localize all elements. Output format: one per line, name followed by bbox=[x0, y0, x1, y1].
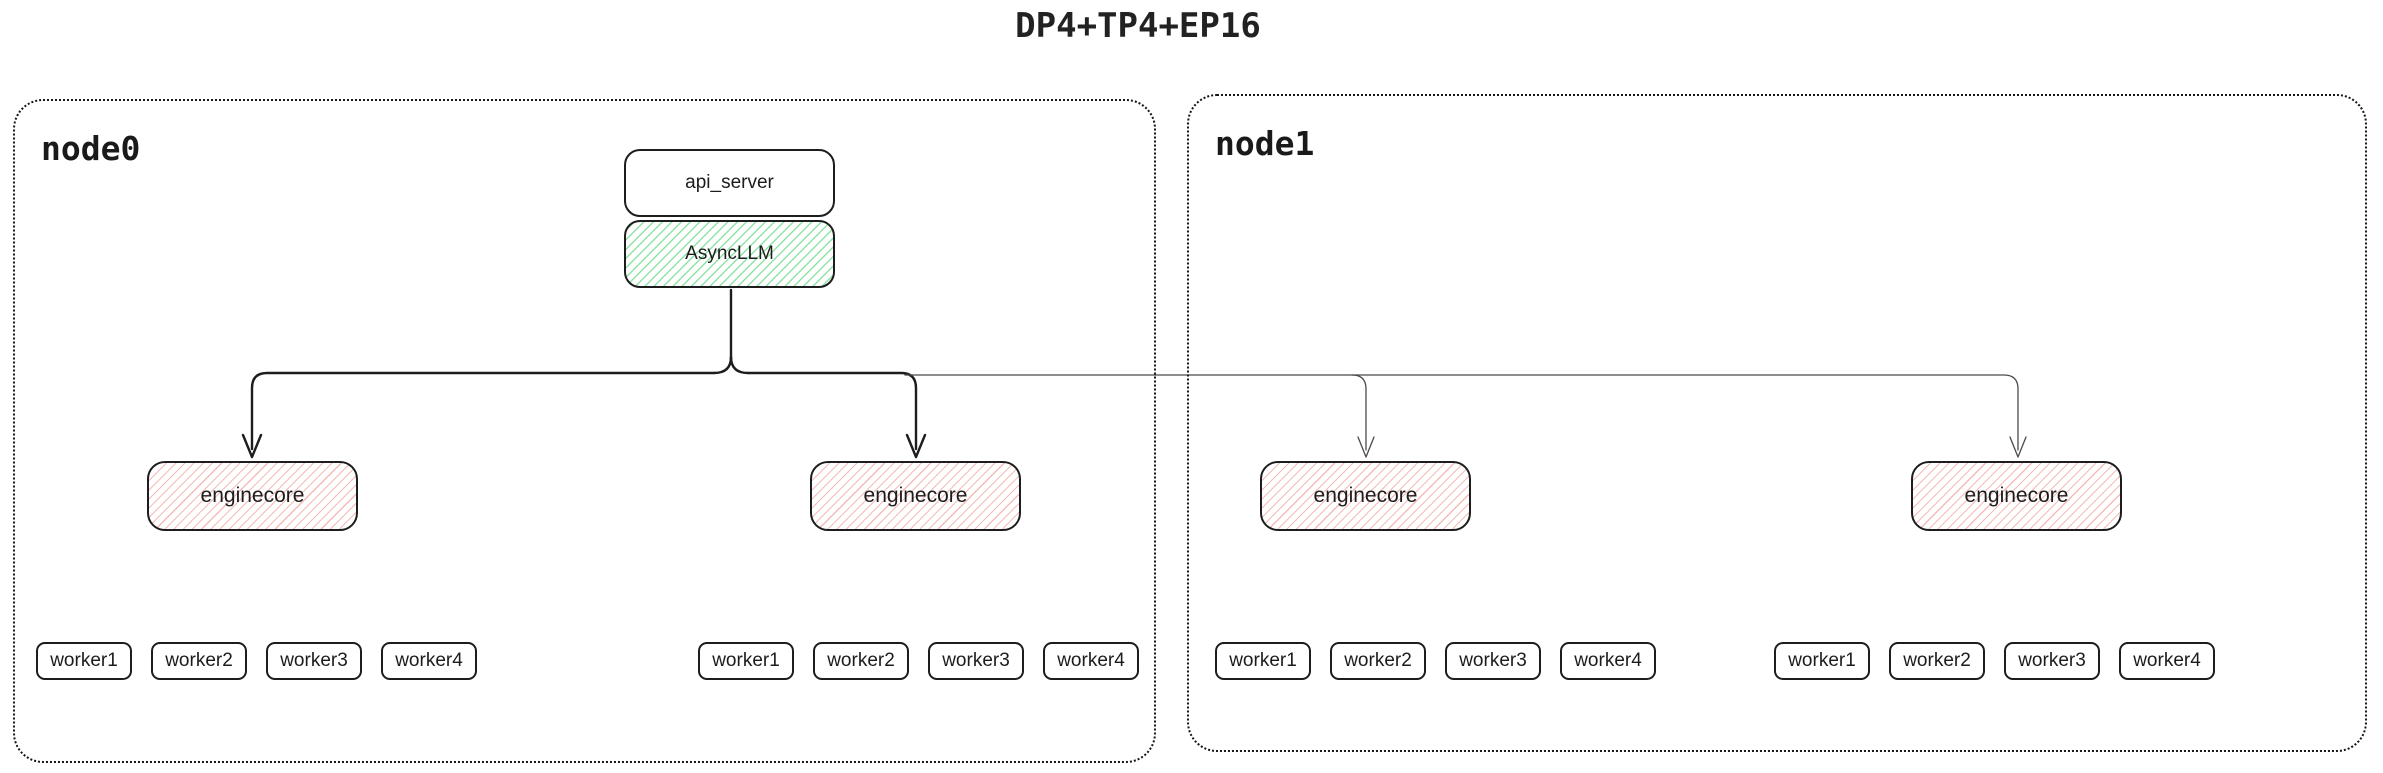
worker-box: worker1 bbox=[1774, 642, 1870, 680]
worker-box: worker2 bbox=[813, 642, 909, 680]
node0-label: node0 bbox=[41, 129, 141, 168]
worker-box: worker3 bbox=[1445, 642, 1541, 680]
enginecore-box-node1-2: enginecore bbox=[1911, 461, 2122, 531]
worker-box: worker3 bbox=[928, 642, 1024, 680]
node1-container: node1 bbox=[1187, 94, 2367, 752]
worker-row-node1-1: worker1 worker2 worker3 worker4 bbox=[1215, 642, 1656, 680]
worker-row-node1-2: worker1 worker2 worker3 worker4 bbox=[1774, 642, 2215, 680]
worker-box: worker1 bbox=[1215, 642, 1311, 680]
worker-box: worker1 bbox=[36, 642, 132, 680]
enginecore-box-node0-1: enginecore bbox=[147, 461, 358, 531]
worker-box: worker2 bbox=[1889, 642, 1985, 680]
worker-box: worker2 bbox=[151, 642, 247, 680]
enginecore-box-node0-2: enginecore bbox=[810, 461, 1021, 531]
worker-box: worker2 bbox=[1330, 642, 1426, 680]
asyncllm-box: AsyncLLM bbox=[624, 220, 835, 288]
enginecore-label: enginecore bbox=[1964, 484, 2069, 507]
api-server-box: api_server bbox=[624, 149, 835, 217]
worker-row-node0-1: worker1 worker2 worker3 worker4 bbox=[36, 642, 477, 680]
diagram-title: DP4+TP4+EP16 bbox=[1015, 6, 1261, 46]
worker-box: worker4 bbox=[1560, 642, 1656, 680]
worker-box: worker4 bbox=[1043, 642, 1139, 680]
asyncllm-label: AsyncLLM bbox=[685, 243, 774, 264]
enginecore-label: enginecore bbox=[200, 484, 305, 507]
worker-box: worker3 bbox=[2004, 642, 2100, 680]
worker-box: worker1 bbox=[698, 642, 794, 680]
worker-box: worker3 bbox=[266, 642, 362, 680]
enginecore-label: enginecore bbox=[1313, 484, 1418, 507]
worker-box: worker4 bbox=[381, 642, 477, 680]
node0-container: node0 bbox=[13, 99, 1156, 763]
worker-row-node0-2: worker1 worker2 worker3 worker4 bbox=[698, 642, 1139, 680]
enginecore-label: enginecore bbox=[863, 484, 968, 507]
api-server-label: api_server bbox=[685, 172, 774, 193]
enginecore-box-node1-1: enginecore bbox=[1260, 461, 1471, 531]
worker-box: worker4 bbox=[2119, 642, 2215, 680]
node1-label: node1 bbox=[1215, 124, 1315, 163]
